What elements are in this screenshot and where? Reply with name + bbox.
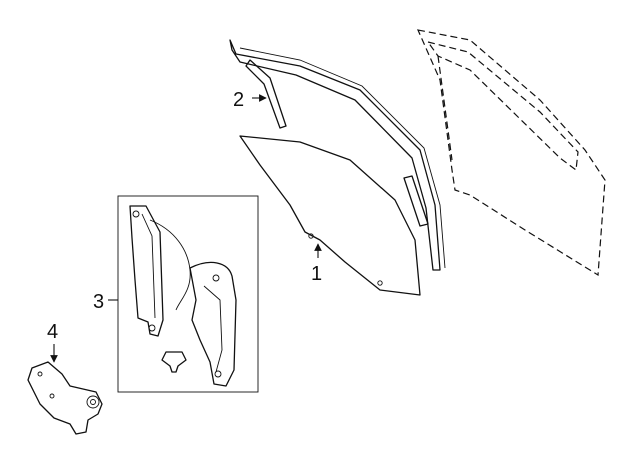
regulator-assembly [117,195,259,393]
callout-4: 4 [47,321,58,343]
glass-run-channel [229,39,446,271]
door-outline [416,29,606,277]
callout-2: 2 [233,89,244,111]
window-motor [27,361,103,435]
callout-1: 1 [311,263,322,285]
door-glass [239,135,421,296]
callout-3: 3 [93,291,104,313]
